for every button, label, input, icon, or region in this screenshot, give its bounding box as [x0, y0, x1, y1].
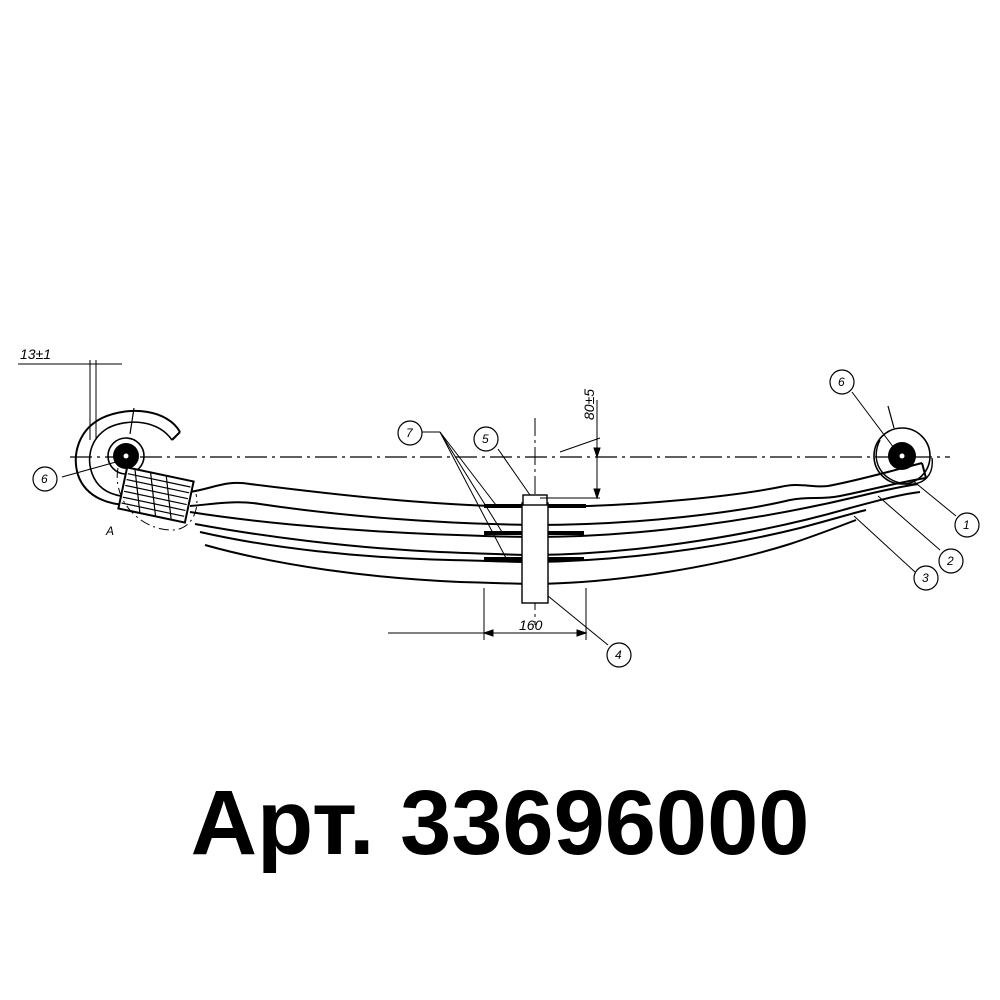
left-bushing-center — [123, 453, 129, 459]
svg-text:5: 5 — [482, 432, 489, 446]
callout-leaders — [61, 391, 957, 646]
left-eye-tick — [129, 407, 135, 435]
callout-6-left: 6 — [32, 466, 58, 492]
center-nut — [522, 494, 548, 506]
dim-seat-width-text: 160 — [519, 617, 543, 633]
svg-text:7: 7 — [406, 426, 414, 440]
dim-seat-width — [388, 588, 588, 640]
right-eye-curl — [875, 439, 933, 485]
svg-text:2: 2 — [946, 554, 954, 568]
dim-camber — [540, 400, 601, 500]
left-eye-tip — [171, 431, 181, 441]
callout-1: 1 — [954, 512, 980, 538]
callout-5: 5 — [473, 426, 499, 452]
left-hatched-clip — [117, 466, 195, 524]
callout-6-right: 6 — [829, 369, 855, 395]
dim-eye-offset-text: 13±1 — [20, 346, 51, 362]
second-leaf-lower — [194, 491, 921, 557]
svg-text:1: 1 — [963, 518, 970, 532]
main-leaf-lower — [189, 477, 927, 527]
left-eye-inner — [88, 421, 173, 498]
right-bushing-center — [899, 453, 905, 459]
article-caption: Арт. 33696000 — [190, 772, 810, 874]
detail-a-circle — [116, 467, 198, 531]
center-bolt — [521, 502, 549, 604]
svg-text:3: 3 — [922, 571, 929, 585]
left-eye-wrap — [74, 409, 181, 507]
callout-7: 7 — [397, 420, 423, 446]
dim-camber-text: 80±5 — [581, 389, 597, 420]
dim-eye-offset — [18, 360, 122, 440]
svg-text:4: 4 — [615, 648, 622, 662]
callout-4: 4 — [606, 642, 632, 668]
detail-a-label: A — [105, 524, 114, 538]
callout-2: 2 — [938, 548, 964, 574]
right-eye-tick — [887, 405, 895, 429]
second-leaf — [189, 483, 919, 539]
callout-3: 3 — [913, 565, 939, 591]
svg-text:6: 6 — [41, 472, 48, 486]
svg-text:6: 6 — [838, 375, 845, 389]
main-leaf — [189, 462, 923, 509]
main-leaf-end — [921, 462, 927, 479]
